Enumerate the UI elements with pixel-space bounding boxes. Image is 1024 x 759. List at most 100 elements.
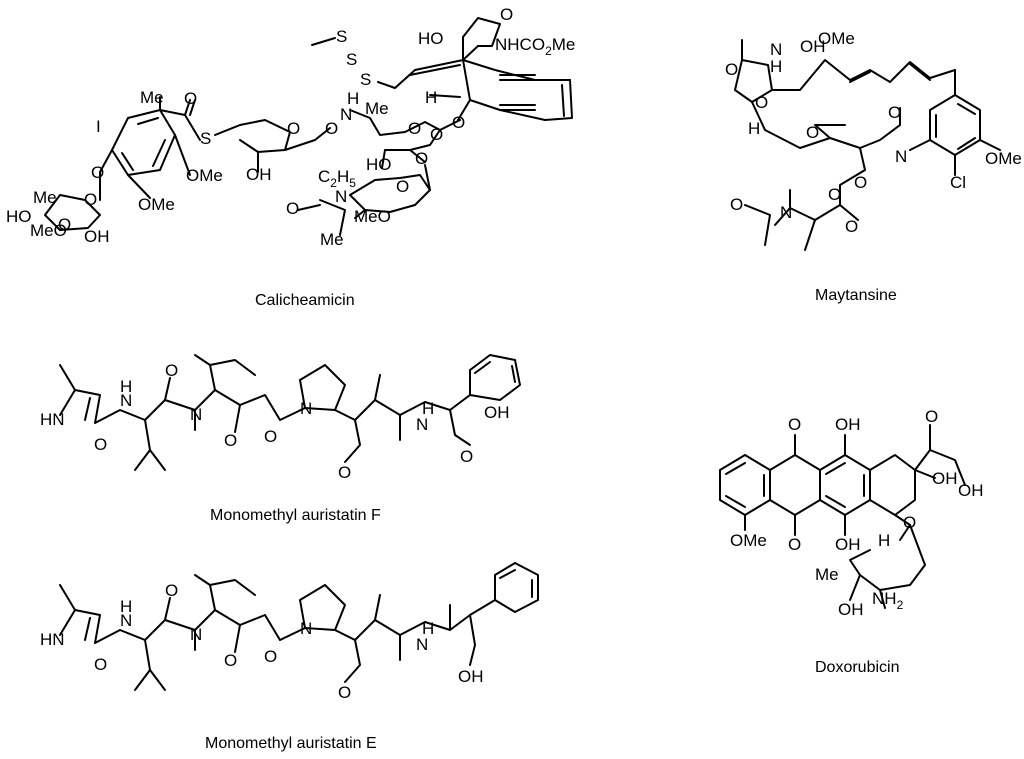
calicheamicin-structure: HO NHCO2Me O S S S Me I O S O O O N H Me… xyxy=(6,5,575,309)
mmae-structure: HN N H O N O O N O O N H OH Monomethyl a… xyxy=(40,562,539,752)
mmae-label-6: O xyxy=(94,655,107,674)
mmaf-label-1: HN xyxy=(40,410,65,429)
maytansine-label-9: O xyxy=(806,123,819,142)
calicheamicin-label-36: O xyxy=(58,215,71,234)
mmaf-label-7: O xyxy=(224,431,237,450)
maytansine-label-13: Cl xyxy=(950,173,966,192)
mmaf-label-10: O xyxy=(338,463,351,482)
calicheamicin-label-35: MeO xyxy=(30,221,67,240)
doxorubicin-label-12: OH xyxy=(838,600,864,619)
mmaf-label-12: H xyxy=(422,399,434,418)
calicheamicin-caption: Calicheamicin xyxy=(255,292,355,309)
maytansine-label-14: O xyxy=(828,185,841,204)
doxorubicin-label-6: OMe xyxy=(730,531,767,550)
mmae-label-3: H xyxy=(120,597,132,616)
calicheamicin-label-14: N xyxy=(340,105,352,124)
maytansine-label-12: OMe xyxy=(985,149,1022,168)
calicheamicin-label-28: O xyxy=(286,199,299,218)
maytansine-label-17: O xyxy=(845,217,858,236)
calicheamicin-label-5: S xyxy=(346,50,357,69)
mmae-label-12: H xyxy=(422,619,434,638)
calicheamicin-label-16: Me xyxy=(365,99,389,118)
calicheamicin-label-7: Me xyxy=(140,88,164,107)
mmaf-structure: HN N H O N O O N O O N H OH O Monomethyl… xyxy=(40,354,521,524)
doxorubicin-caption: Doxorubicin xyxy=(815,659,899,676)
maytansine-label-6: O xyxy=(755,93,768,112)
doxorubicin-label-5: OH xyxy=(958,481,984,500)
doxorubicin-label-9: O xyxy=(903,513,916,532)
mmaf-label-4: O xyxy=(165,361,178,380)
doxorubicin-label-3: O xyxy=(925,407,938,426)
maytansine-label-2: N xyxy=(770,40,782,59)
maytansine-label-7: O xyxy=(888,103,901,122)
doxorubicin-label-7: O xyxy=(788,535,801,554)
mmae-label-2: N xyxy=(120,611,132,630)
mmaf-label-8: N xyxy=(300,399,312,418)
doxorubicin-label-4: OH xyxy=(932,469,958,488)
calicheamicin-label-3: O xyxy=(500,5,513,24)
doxorubicin-label-2: OH xyxy=(835,415,861,434)
calicheamicin-label-17: O xyxy=(452,113,465,132)
calicheamicin-label-6: S xyxy=(360,70,371,89)
maytansine-label-8: H xyxy=(748,119,760,138)
maytansine-label-11: N xyxy=(895,147,907,166)
maytansine-label-1: O xyxy=(725,60,738,79)
calicheamicin-label-11: O xyxy=(287,119,300,138)
calicheamicin-label-4: S xyxy=(336,27,347,46)
calicheamicin-label-13: O xyxy=(430,125,443,144)
mmae-label-11: N xyxy=(416,635,428,654)
mmae-label-4: O xyxy=(165,581,178,600)
doxorubicin-label-11: Me xyxy=(815,565,839,584)
mmae-label-13: OH xyxy=(458,667,484,686)
calicheamicin-label-32: O xyxy=(84,190,97,209)
maytansine-label-10: O xyxy=(854,173,867,192)
doxorubicin-structure: O OH O OH OH OMe O OH O H Me OH NH2 Doxo… xyxy=(719,407,984,676)
calicheamicin-label-29: Me xyxy=(320,230,344,249)
doxorubicin-label-10: H xyxy=(878,531,890,550)
calicheamicin-label-31: O xyxy=(91,163,104,182)
mmaf-label-2: N xyxy=(120,391,132,410)
calicheamicin-label-12: O xyxy=(325,119,338,138)
mmae-label-5: N xyxy=(190,625,202,644)
calicheamicin-label-18: O xyxy=(408,119,421,138)
calicheamicin-label-23: OMe xyxy=(138,195,175,214)
maytansine-label-4: OH xyxy=(800,37,826,56)
mmae-label-9: O xyxy=(264,647,277,666)
mmae-label-1: HN xyxy=(40,630,65,649)
maytansine-label-15: N xyxy=(780,203,792,222)
calicheamicin-label-9: O xyxy=(184,89,197,108)
doxorubicin-label-8: OH xyxy=(835,535,861,554)
calicheamicin-label-21: OH xyxy=(246,165,272,184)
calicheamicin-label-2: NHCO2Me xyxy=(495,35,575,58)
calicheamicin-label-20: HO xyxy=(366,155,392,174)
mmaf-label-13: OH xyxy=(484,403,510,422)
calicheamicin-label-34: HO xyxy=(6,207,32,226)
mmaf-label-3: H xyxy=(120,377,132,396)
calicheamicin-label-26: N xyxy=(335,187,347,206)
maytansine-label-3: H xyxy=(770,57,782,76)
calicheamicin-label-25: C2H5 xyxy=(318,167,356,190)
mmae-label-8: N xyxy=(300,619,312,638)
calicheamicin-label-10: S xyxy=(200,129,211,148)
maytansine-label-16: O xyxy=(730,195,743,214)
mmae-label-10: O xyxy=(338,683,351,702)
mmae-caption: Monomethyl auristatin E xyxy=(205,735,377,752)
maytansine-label-5: OMe xyxy=(818,29,855,48)
maytansine-structure: O N H OH OMe O O H O O N OMe Cl O N O O … xyxy=(725,29,1022,304)
calicheamicin-label-1: HO xyxy=(418,29,444,48)
doxorubicin-label-13: NH2 xyxy=(872,589,904,612)
calicheamicin-label-8: I xyxy=(96,117,101,136)
mmae-label-7: O xyxy=(224,651,237,670)
maytansine-caption: Maytansine xyxy=(815,287,897,304)
mmaf-label-5: N xyxy=(190,405,202,424)
calicheamicin-label-37: OH xyxy=(84,227,110,246)
calicheamicin-label-30: MeO xyxy=(354,207,391,226)
calicheamicin-label-33: Me xyxy=(33,188,57,207)
calicheamicin-label-27: O xyxy=(396,177,409,196)
calicheamicin-label-19: H xyxy=(425,88,437,107)
calicheamicin-label-22: OMe xyxy=(186,166,223,185)
mmaf-label-14: O xyxy=(460,447,473,466)
calicheamicin-label-15: H xyxy=(347,89,359,108)
doxorubicin-label-1: O xyxy=(788,415,801,434)
calicheamicin-label-24: O xyxy=(415,149,428,168)
